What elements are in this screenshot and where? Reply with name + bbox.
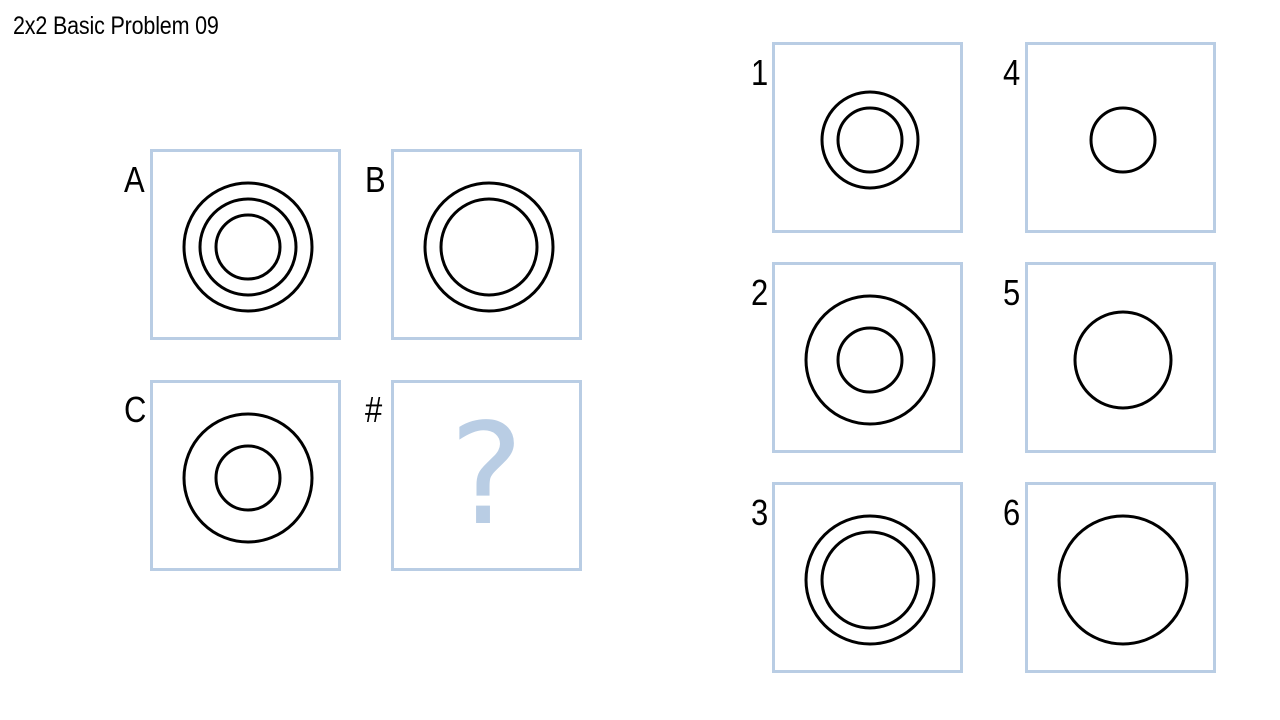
- answer-option-5[interactable]: [1025, 262, 1216, 453]
- circle-figure-6: [1057, 514, 1189, 646]
- outer-circle: [820, 90, 920, 190]
- inner-circle: [836, 106, 904, 174]
- single-circle: [1089, 106, 1157, 174]
- inner-circle: [439, 197, 539, 297]
- inner-circle: [214, 444, 282, 512]
- circles-figure-c: [182, 412, 314, 544]
- answer-label-5: 5: [1003, 272, 1021, 313]
- answer-option-2[interactable]: [772, 262, 963, 453]
- cell-label-a: A: [124, 159, 145, 200]
- circles-figure-3: [804, 514, 936, 646]
- answer-label-4: 4: [1003, 52, 1021, 93]
- cell-label-missing: #: [365, 389, 383, 430]
- single-circle: [1057, 514, 1189, 646]
- outer-circle: [804, 514, 936, 646]
- question-mark: ?: [449, 393, 524, 557]
- cell-label-b: B: [365, 159, 386, 200]
- circles-figure-1: [820, 90, 920, 190]
- answer-label-1: 1: [751, 52, 769, 93]
- inner-circle: [214, 213, 282, 281]
- single-circle: [1073, 310, 1173, 410]
- circle-figure-4: [1089, 106, 1157, 174]
- matrix-cell-missing: ?: [391, 380, 582, 571]
- answer-label-3: 3: [751, 492, 769, 533]
- outer-circle: [804, 294, 936, 426]
- answer-label-6: 6: [1003, 492, 1021, 533]
- outer-circle: [423, 181, 555, 313]
- matrix-cell-c: [150, 380, 341, 571]
- matrix-cell-b: [391, 149, 582, 340]
- answer-option-6[interactable]: [1025, 482, 1216, 673]
- matrix-cell-a: [150, 149, 341, 340]
- cell-label-c: C: [124, 389, 147, 430]
- page-title: 2x2 Basic Problem 09: [13, 12, 219, 40]
- inner-circle: [836, 326, 904, 394]
- inner-circle: [820, 530, 920, 630]
- outer-circle: [182, 181, 314, 313]
- middle-circle: [198, 197, 298, 297]
- circles-figure-a: [182, 181, 314, 313]
- circles-figure-2: [804, 294, 936, 426]
- circle-figure-5: [1073, 310, 1173, 410]
- answer-label-2: 2: [751, 272, 769, 313]
- circles-figure-b: [423, 181, 555, 313]
- answer-option-4[interactable]: [1025, 42, 1216, 233]
- answer-option-1[interactable]: [772, 42, 963, 233]
- outer-circle: [182, 412, 314, 544]
- answer-option-3[interactable]: [772, 482, 963, 673]
